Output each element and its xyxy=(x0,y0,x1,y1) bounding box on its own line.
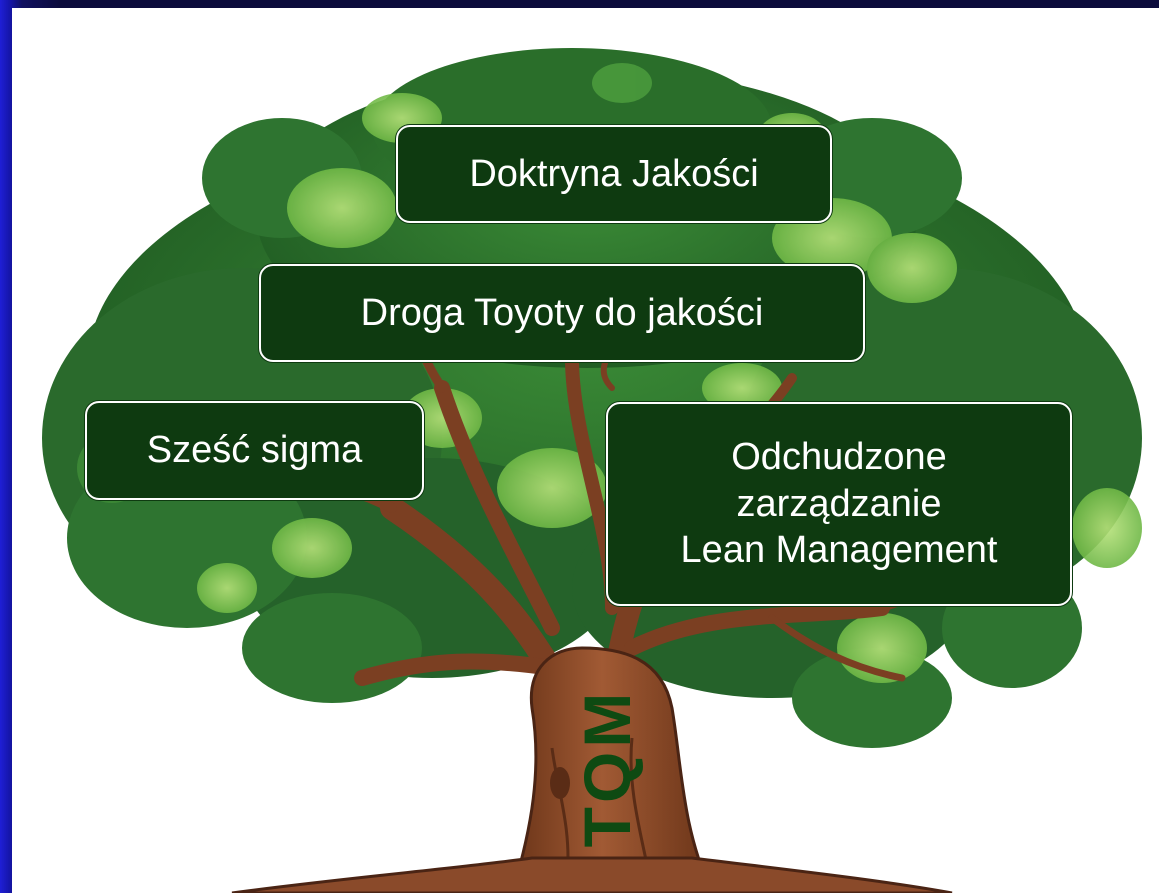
branch-label-lean: Odchudzone zarządzanie Lean Management xyxy=(681,434,998,573)
lean-line-2: zarządzanie xyxy=(736,482,942,525)
trunk xyxy=(510,646,714,893)
branch-label-doktryna: Doktryna Jakości xyxy=(469,152,759,195)
branch-box-toyota: Droga Toyoty do jakości xyxy=(259,264,865,362)
branch-label-toyota: Droga Toyoty do jakości xyxy=(360,291,764,334)
slide-canvas: Doktryna Jakości Droga Toyoty do jakości… xyxy=(12,8,1159,893)
branch-box-lean: Odchudzone zarządzanie Lean Management xyxy=(606,402,1072,606)
lean-line-3: Lean Management xyxy=(680,529,998,572)
branch-label-sigma: Sześć sigma xyxy=(146,429,363,472)
branch-box-sigma: Sześć sigma xyxy=(85,401,424,500)
lean-line-1: Odchudzone xyxy=(731,436,947,479)
trunk-label-tqm: TQM xyxy=(570,688,644,848)
ground-roots xyxy=(231,856,953,893)
branch-box-doktryna: Doktryna Jakości xyxy=(396,125,832,223)
